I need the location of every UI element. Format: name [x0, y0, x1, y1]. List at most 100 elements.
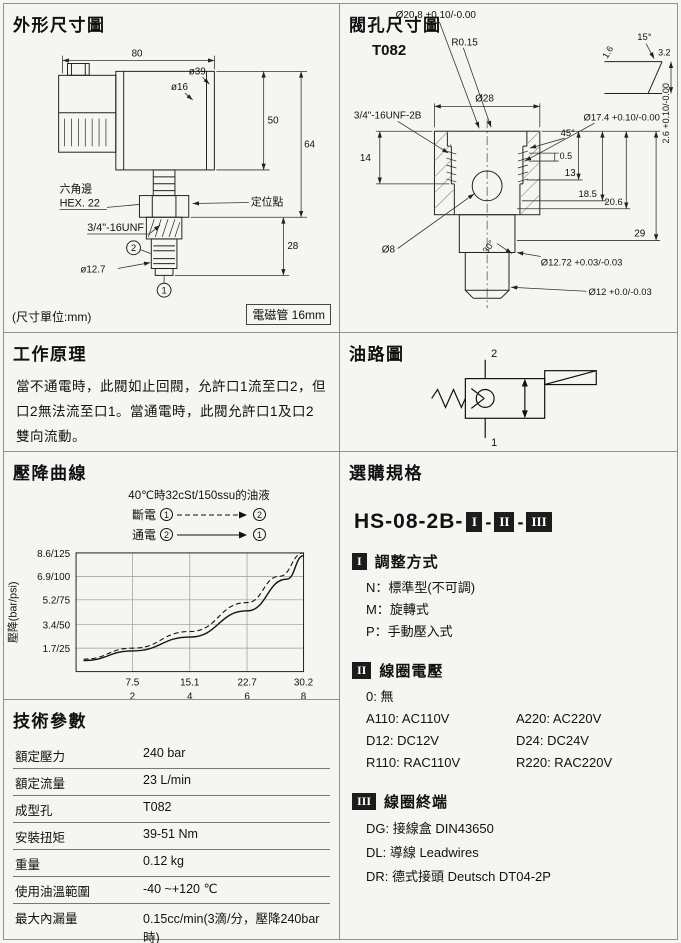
model-code-box-2: II [494, 512, 515, 532]
xtick-lpm-2: 22.7 [238, 677, 257, 688]
dim-13-label: 13 [565, 168, 577, 179]
coil-voltage-options: 0: 無 A110: AC110V A220: AC220V D12: DC12… [366, 686, 677, 774]
dimension-lines [375, 21, 674, 292]
model-prefix: HS-08-2B- [354, 510, 464, 533]
dim-r015-label: R0.15 [451, 38, 478, 49]
model-code-box-1: I [466, 512, 483, 532]
list-item: M：旋轉式 [366, 602, 429, 617]
hex-label-line1: 六角邊 [60, 182, 93, 196]
coil-termination-options: DG: 接線盒 DIN43650 DL: 導線 Leadwires DR: 德式… [366, 817, 677, 889]
legend-port-to: 1 [253, 528, 266, 541]
list-item: R110: RAC110V R220: RAC220V [366, 755, 613, 770]
plot-frame [75, 552, 305, 673]
thread-label: 3/4"-16UNF [87, 222, 144, 234]
list-item: N：標準型(不可調) [366, 580, 476, 595]
dim-50-label: 50 [268, 116, 279, 127]
dim-29-label: 29 [634, 229, 646, 240]
thread-ticks [446, 150, 528, 183]
circuit-port1-label: 1 [491, 437, 497, 449]
circuit-title: 油路圖 [349, 345, 405, 364]
section-coil-termination-header: III 線圈終端 [352, 791, 677, 812]
port2-circle [126, 240, 141, 256]
dim-d39-label: ø39 [189, 66, 206, 77]
list-item: DL: 導線 Leadwires [366, 845, 479, 860]
legend-port-to: 2 [253, 508, 266, 521]
ytick-0: 8.6/125 [37, 549, 70, 560]
adjustment-options: N：標準型(不可調) M：旋轉式 P：手動壓入式 [366, 577, 677, 643]
legend-energized: 通電 2 1 [4, 526, 339, 543]
dim-185-label: 18.5 [579, 189, 597, 200]
dim-80-label: 80 [132, 49, 143, 60]
legend-port-from: 2 [160, 528, 173, 541]
dim-d8-label: Ø8 [382, 244, 396, 255]
list-item: P：手動壓入式 [366, 624, 453, 639]
ytick-1: 6.9/100 [37, 572, 70, 583]
circuit-port2-label: 2 [491, 348, 497, 360]
valve-body-outline [58, 62, 215, 276]
roman-numeral-3: III [352, 793, 377, 810]
xtick-gpm-1: 4 [187, 691, 193, 702]
arrow-down [521, 410, 528, 419]
tech-title: 技術參數 [13, 712, 87, 731]
ytick-2: 5.2/75 [43, 595, 71, 606]
xtick-lpm-1: 15.1 [180, 677, 200, 688]
locating-point-label: 定位點 [251, 194, 284, 208]
section-title: 線圈終端 [384, 794, 449, 811]
oil-condition-note: 40℃時32cSt/150ssu的油液 [128, 490, 270, 502]
outline-title: 外形尺寸圖 [13, 16, 106, 35]
dim-d16-label: ø16 [171, 82, 188, 93]
dim-14-label: 14 [360, 153, 372, 164]
dim-45deg-label: 45° [561, 128, 575, 139]
chart-gridlines [76, 552, 304, 672]
dim-32-label: 3.2 [658, 48, 670, 58]
model-code: HS-08-2B- I - II - III [354, 510, 677, 534]
dimension-lines [59, 55, 308, 284]
section-adjustment-header: I 調整方式 [352, 551, 677, 572]
legend-port-from: 1 [160, 508, 173, 521]
table-row: 使用油溫範圍-40 ~+120 ℃ [13, 877, 330, 904]
hex-label-line2: HEX. 22 [60, 197, 100, 209]
legend-deenergized: 斷電 1 2 [4, 506, 339, 523]
dim-28-label: 28 [287, 241, 298, 252]
solenoid-tube-note: 電磁管 16mm [246, 304, 331, 325]
principle-title: 工作原理 [13, 345, 87, 364]
dim-d127-label: ø12.7 [80, 264, 105, 275]
panel-working-principle: 工作原理 當不通電時，此閥如止回閥，允許口1流至口2，但口2無法流至口1。當通電… [3, 332, 340, 452]
cavity-thread-label: 3/4"-16UNF-2B [354, 110, 422, 121]
port2-label: 2 [131, 243, 136, 253]
chart-curves [83, 552, 304, 662]
valve-symbol [431, 359, 597, 439]
dim-15deg-label: 15° [637, 32, 651, 43]
panel-outline-dimensions: 外形尺寸圖 [3, 3, 340, 333]
port1-label: 1 [161, 286, 166, 296]
panel-circuit-diagram: 油路圖 2 1 [339, 332, 678, 452]
hatch-lines [64, 118, 181, 238]
section-title: 線圈電壓 [379, 663, 444, 680]
roman-numeral-2: II [352, 662, 372, 679]
model-code-box-3: III [526, 512, 552, 532]
cavity-outline [433, 61, 663, 299]
model-dash: - [517, 511, 524, 532]
legend-label: 斷電 [131, 508, 156, 522]
xtick-gpm-3: 8 [301, 691, 307, 702]
panel-cavity-dimensions: 閥孔尺寸圖 T082 [339, 3, 678, 333]
xtick-gpm-2: 6 [244, 691, 250, 702]
panel-pressure-drop-curve: 壓降曲線 40℃時32cSt/150ssu的油液 斷電 1 2 通電 2 1 8… [3, 451, 340, 719]
legend-label: 通電 [131, 528, 156, 542]
xtick-lpm-0: 7.5 [126, 677, 140, 688]
outline-drawing: 80 ø39 ø16 64 50 28 六角邊 HEX. 22 3/4"-16U… [58, 49, 316, 298]
curve-title: 壓降曲線 [13, 464, 87, 483]
xtick-gpm-0: 2 [130, 691, 135, 702]
list-item: 0: 無 [366, 689, 394, 704]
xtick-lpm-3: 30.2 [294, 677, 313, 688]
dashed-arrow-icon [177, 511, 247, 518]
cavity-title: 閥孔尺寸圖 [349, 16, 442, 35]
section-coil-voltage-header: II 線圈電壓 [352, 660, 677, 681]
dim-206-label: 20.6 [604, 197, 622, 208]
dim-d1272-label: Ø12.72 +0.03/-0.03 [541, 257, 623, 268]
panel-ordering-spec: 選購規格 HS-08-2B- I - II - III I 調整方式 N：標準型… [339, 451, 678, 940]
